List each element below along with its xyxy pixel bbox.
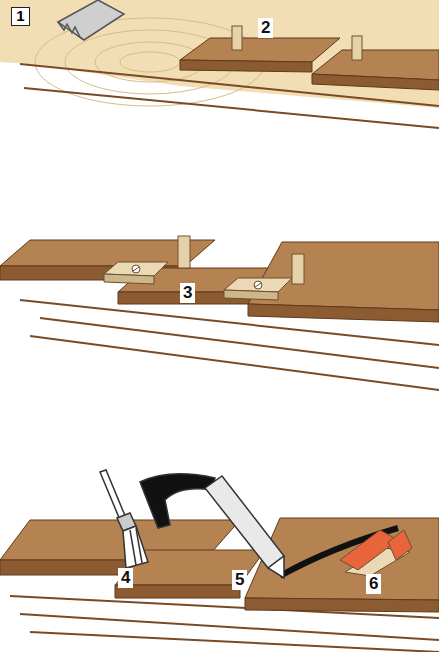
step-number-box: 1 <box>11 7 30 26</box>
plank <box>180 38 439 90</box>
tape-strip <box>340 530 412 576</box>
floor-lines <box>20 300 439 390</box>
plank <box>0 518 439 612</box>
plank <box>0 240 439 322</box>
saw <box>58 0 124 40</box>
callout-number: 4 <box>118 568 133 588</box>
batten-block <box>104 262 292 300</box>
callout-number: 2 <box>258 18 273 38</box>
wedge <box>178 236 304 284</box>
caulk-gun <box>140 474 284 578</box>
step-number: 1 <box>12 8 29 24</box>
wedge <box>232 26 362 60</box>
floor-lines <box>10 596 439 652</box>
callout-number: 3 <box>180 283 195 303</box>
callout-number: 6 <box>366 574 381 594</box>
callout-number: 5 <box>232 570 247 590</box>
